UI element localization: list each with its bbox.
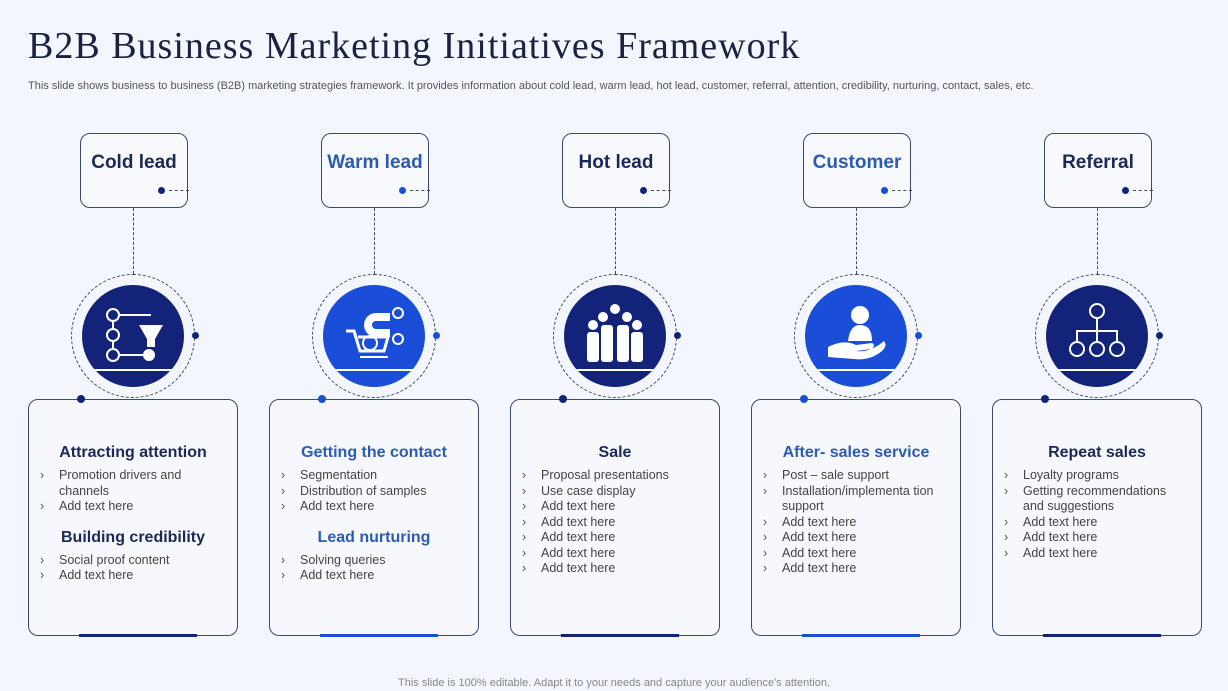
bullet-list: Solving queriesAdd text here bbox=[270, 553, 478, 584]
connector-line bbox=[374, 208, 375, 274]
referral-network-icon bbox=[1046, 285, 1148, 387]
connector bbox=[410, 190, 430, 191]
list-item: Add text here bbox=[281, 568, 464, 584]
connector bbox=[169, 190, 189, 191]
connector-line bbox=[133, 208, 134, 274]
stage-card: Attracting attentionPromotion drivers an… bbox=[28, 395, 238, 637]
group-icon bbox=[564, 285, 666, 387]
page-subtitle: This slide shows business to business (B… bbox=[28, 80, 1034, 92]
list-item: Segmentation bbox=[281, 468, 464, 484]
stage-card: SaleProposal presentationsUse case displ… bbox=[510, 395, 720, 637]
list-item: Add text here bbox=[522, 499, 705, 515]
funnel-icon bbox=[82, 285, 184, 387]
list-item: Add text here bbox=[763, 515, 946, 531]
connector-line bbox=[615, 208, 616, 274]
ring-dot bbox=[433, 332, 440, 339]
stage-card: After- sales servicePost – sale supportI… bbox=[751, 395, 961, 637]
section-heading: Getting the contact bbox=[301, 444, 447, 461]
stage-label: Customer bbox=[812, 152, 902, 173]
stage-label-box: Cold lead bbox=[80, 133, 189, 208]
card-accent-bar bbox=[561, 634, 679, 637]
stage-card: Repeat salesLoyalty programsGetting reco… bbox=[992, 395, 1202, 637]
list-item: Use case display bbox=[522, 484, 705, 500]
column-customer: Customer After- sales servicePost – sale… bbox=[751, 0, 992, 691]
ring-dot bbox=[1156, 332, 1163, 339]
section-heading: After- sales service bbox=[782, 444, 930, 461]
section-heading: Sale bbox=[598, 444, 632, 461]
section-heading: Building credibility bbox=[60, 528, 205, 546]
connector-dot bbox=[1122, 187, 1129, 194]
list-item: Add text here bbox=[522, 561, 705, 577]
stage-label-box: Referral bbox=[1044, 133, 1153, 208]
card-dot bbox=[318, 395, 326, 403]
bullet-list: Post – sale supportInstallation/implemen… bbox=[752, 468, 960, 577]
card-dot bbox=[800, 395, 808, 403]
stage-label-box: Customer bbox=[803, 133, 912, 208]
connector-dot bbox=[640, 187, 647, 194]
list-item: Add text here bbox=[522, 530, 705, 546]
card-accent-bar bbox=[79, 634, 197, 637]
column-warm-lead: Warm lead Getting the contactSegmentatio… bbox=[269, 0, 510, 691]
ring-dot bbox=[192, 332, 199, 339]
list-item: Social proof content bbox=[40, 553, 223, 569]
card-accent-bar bbox=[320, 634, 438, 637]
list-item: Proposal presentations bbox=[522, 468, 705, 484]
list-item: Distribution of samples bbox=[281, 484, 464, 500]
bullet-list: Promotion drivers and channelsAdd text h… bbox=[29, 468, 237, 515]
stage-label-box: Warm lead bbox=[321, 133, 430, 208]
list-item: Add text here bbox=[281, 499, 464, 515]
bullet-list: Social proof contentAdd text here bbox=[29, 553, 237, 584]
card-dot bbox=[559, 395, 567, 403]
connector bbox=[1133, 190, 1153, 191]
connector-dot bbox=[881, 187, 888, 194]
list-item: Add text here bbox=[522, 515, 705, 531]
column-hot-lead: Hot lead SaleProposal presentationsUse c… bbox=[510, 0, 751, 691]
list-item: Add text here bbox=[1004, 515, 1187, 531]
connector-line bbox=[856, 208, 857, 274]
bullet-list: Loyalty programsGetting recommendations … bbox=[993, 468, 1201, 561]
column-referral: Referral Repeat salesLoyalty programsGet… bbox=[992, 0, 1228, 691]
section-heading: Repeat sales bbox=[1048, 444, 1146, 461]
list-item: Promotion drivers and channels bbox=[40, 468, 223, 499]
list-item: Add text here bbox=[40, 499, 223, 515]
ring-dot bbox=[674, 332, 681, 339]
card-accent-bar bbox=[802, 634, 920, 637]
card-dot bbox=[77, 395, 85, 403]
list-item: Installation/implementa tion support bbox=[763, 484, 946, 515]
list-item: Add text here bbox=[763, 546, 946, 562]
ring-dot bbox=[915, 332, 922, 339]
page-title: B2B Business Marketing Initiatives Frame… bbox=[28, 25, 801, 67]
hand-support-icon bbox=[805, 285, 907, 387]
list-item: Add text here bbox=[763, 561, 946, 577]
card-dot bbox=[1041, 395, 1049, 403]
bullet-list: SegmentationDistribution of samplesAdd t… bbox=[270, 468, 478, 515]
list-item: Add text here bbox=[1004, 546, 1187, 562]
stage-label: Hot lead bbox=[578, 152, 654, 173]
stage-label: Referral bbox=[1062, 152, 1134, 173]
connector-line bbox=[1097, 208, 1098, 274]
connector bbox=[651, 190, 671, 191]
list-item: Loyalty programs bbox=[1004, 468, 1187, 484]
list-item: Getting recommendations and suggestions bbox=[1004, 484, 1187, 515]
connector bbox=[892, 190, 912, 191]
section-heading: Attracting attention bbox=[59, 444, 207, 461]
list-item: Add text here bbox=[40, 568, 223, 584]
connector-dot bbox=[399, 187, 406, 194]
card-accent-bar bbox=[1043, 634, 1161, 637]
list-item: Solving queries bbox=[281, 553, 464, 569]
column-cold-lead: Cold lead Attracting attentionPromotion … bbox=[28, 0, 269, 691]
magnet-cart-icon bbox=[323, 285, 425, 387]
stage-label: Warm lead bbox=[327, 152, 423, 173]
footer-note: This slide is 100% editable. Adapt it to… bbox=[398, 677, 830, 689]
list-item: Add text here bbox=[522, 546, 705, 562]
stage-label: Cold lead bbox=[91, 152, 177, 173]
list-item: Add text here bbox=[1004, 530, 1187, 546]
list-item: Post – sale support bbox=[763, 468, 946, 484]
connector-dot bbox=[158, 187, 165, 194]
stage-label-box: Hot lead bbox=[562, 133, 671, 208]
stage-card: Getting the contactSegmentationDistribut… bbox=[269, 395, 479, 637]
bullet-list: Proposal presentationsUse case displayAd… bbox=[511, 468, 719, 577]
section-heading: Lead nurturing bbox=[317, 528, 431, 546]
list-item: Add text here bbox=[763, 530, 946, 546]
